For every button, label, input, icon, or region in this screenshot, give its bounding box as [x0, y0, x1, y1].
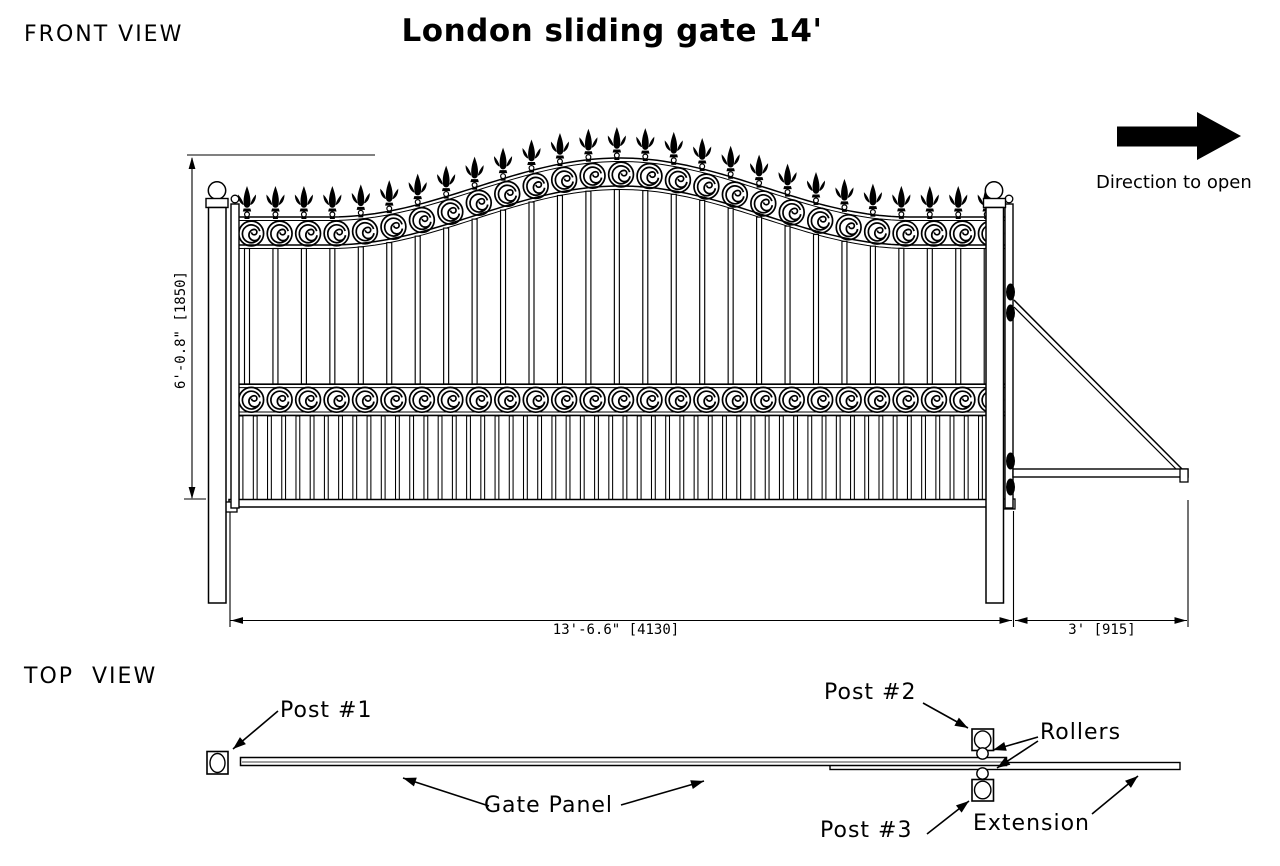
roller-top — [976, 747, 989, 760]
middle-band — [237, 383, 1005, 417]
top-view-label: TOP VIEW — [24, 664, 158, 689]
extension-dimension-label: 3' [915] — [1068, 622, 1136, 638]
page-title: London sliding gate 14' — [401, 13, 823, 49]
front-post-left — [205, 181, 229, 604]
height-dimension-label: 6'-0.8" [1850] — [173, 271, 189, 390]
top-view-post1 — [206, 750, 229, 775]
front-post-right — [982, 181, 1007, 604]
leader-arrows — [232, 702, 1139, 835]
rollers-label: Rollers — [1040, 720, 1122, 745]
post-3-label: Post #3 — [820, 818, 913, 843]
gate-top-band — [237, 157, 1005, 249]
upper-pickets — [243, 188, 990, 385]
direction-arrow-icon — [1117, 112, 1241, 160]
lower-pickets — [238, 415, 998, 501]
top-view-gate-panel-bar — [239, 756, 1008, 767]
finials-row — [237, 127, 996, 219]
post-2-label: Post #2 — [824, 680, 917, 705]
top-view-drawing — [206, 702, 1181, 835]
top-view-post3 — [971, 778, 995, 802]
front-view-label: FRONT VIEW — [24, 22, 184, 47]
extension-label: Extension — [973, 811, 1091, 836]
width-dimension-label: 13'-6.6" [4130] — [552, 622, 680, 638]
extension-triangle — [1006, 283, 1189, 496]
bottom-rail — [224, 498, 1016, 513]
roller-bottom — [976, 767, 989, 780]
direction-to-open-label: Direction to open — [1096, 172, 1252, 193]
gate-panel-label: Gate Panel — [484, 793, 614, 818]
gate-stiles — [230, 194, 1014, 509]
front-view-drawing — [184, 112, 1241, 627]
dimension-lines — [184, 154, 1189, 627]
top-view-post2 — [971, 728, 995, 752]
post-1-label: Post #1 — [280, 698, 373, 723]
